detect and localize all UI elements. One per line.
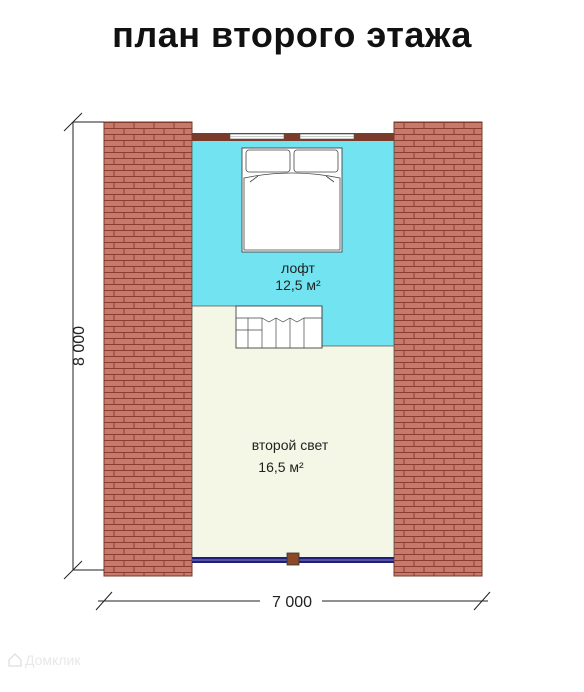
height-dimension-label: 8 000 (71, 326, 88, 366)
page-title: план второго этажа (112, 14, 472, 55)
height-dimension (63, 112, 104, 580)
stairs-icon (235, 305, 323, 349)
watermark-logo: Домклик (8, 652, 80, 668)
roof-left (103, 121, 193, 577)
bottom-door (286, 552, 300, 566)
bed-icon (241, 147, 343, 253)
loft-area-label: 12,5 м² (275, 277, 321, 293)
watermark-text: Домклик (25, 652, 81, 668)
top-wall (192, 133, 394, 141)
second-light-label: второй свет (252, 437, 329, 453)
loft-label: лофт (281, 260, 315, 276)
second-light-area-label: 16,5 м² (258, 459, 304, 475)
house-icon (8, 653, 22, 667)
width-dimension-label: 7 000 (272, 594, 312, 611)
roof-right (393, 121, 483, 577)
